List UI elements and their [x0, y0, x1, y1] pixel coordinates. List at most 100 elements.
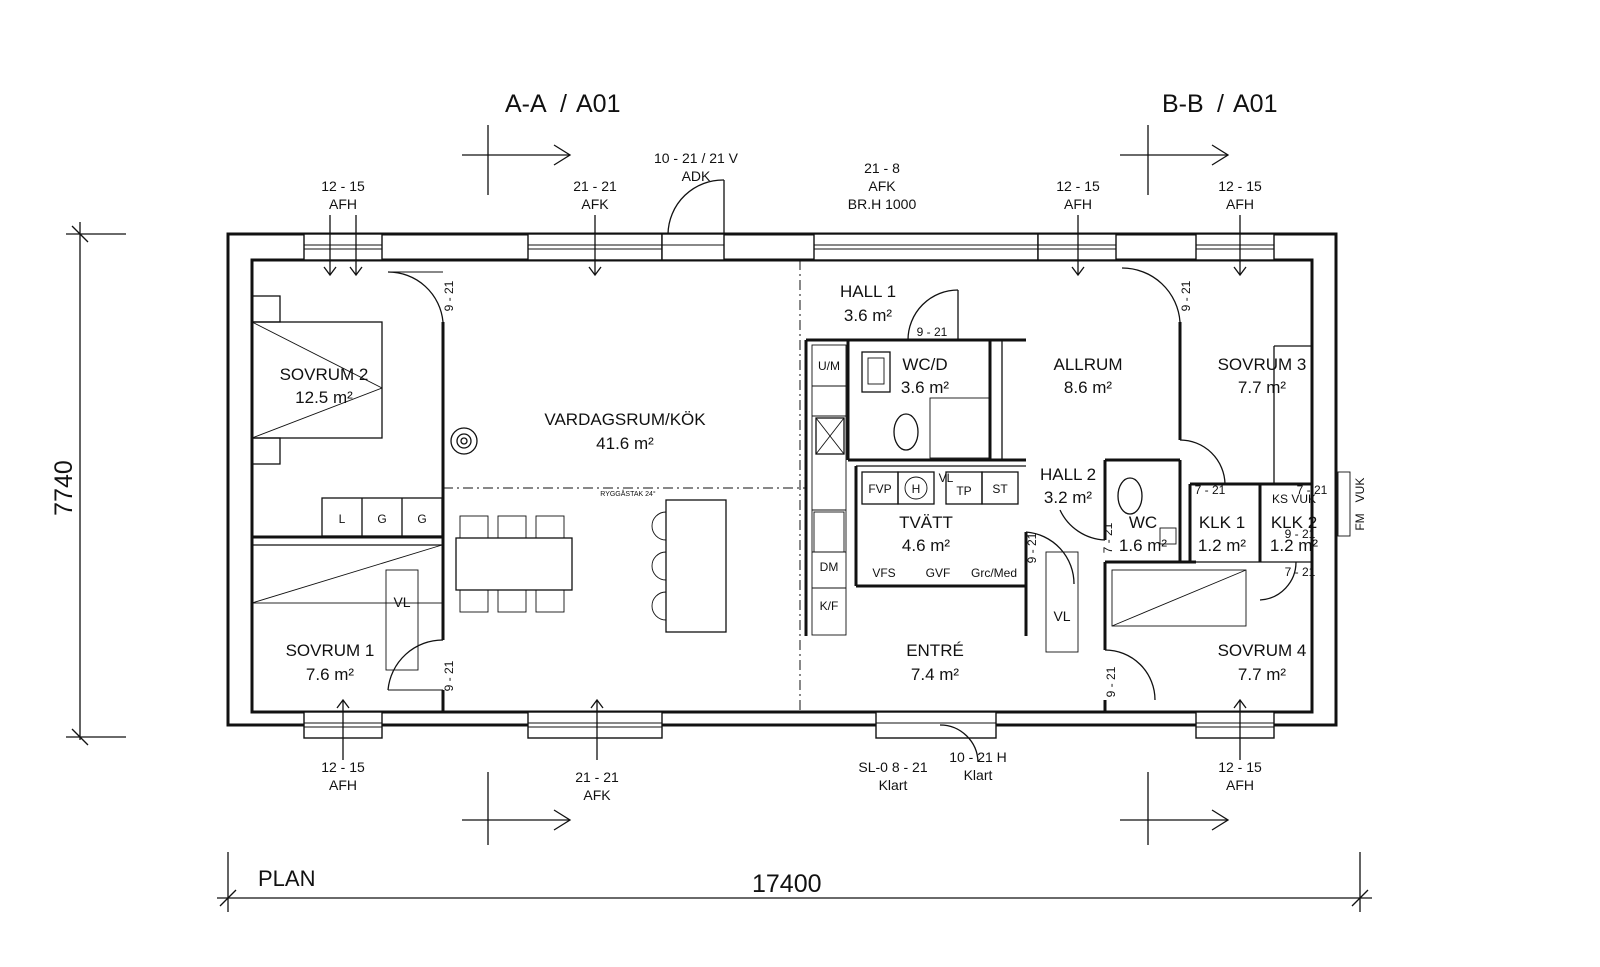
door-label-d5: 9 - 21: [1025, 532, 1039, 563]
window-top4-size: 21 - 8: [864, 160, 900, 176]
door-label-d6: 7 - 21: [1195, 483, 1226, 497]
room-area-sovrum3: 7.7 m²: [1238, 378, 1287, 397]
window-top2-size: 21 - 21: [573, 178, 617, 194]
window-bot2-type: AFK: [583, 787, 611, 803]
door-label-d8: 7 - 21: [1285, 565, 1316, 579]
window-bot5-size: 12 - 15: [1218, 759, 1262, 775]
room-name-hall2: HALL 2: [1040, 465, 1096, 484]
room-area-vardagsrum: 41.6 m²: [596, 434, 654, 453]
fixture-gvf: GVF: [926, 566, 951, 580]
windows-top: [303, 233, 1275, 261]
outer-walls: [226, 232, 1338, 727]
fixture-kf: K/F: [820, 599, 839, 613]
door-top3-type: ADK: [682, 168, 711, 184]
room-name-vardagsrum: VARDAGSRUM/KÖK: [544, 410, 706, 429]
fixture-tp: TP: [956, 484, 971, 498]
room-name-entre: ENTRÉ: [906, 641, 964, 660]
fixture-l: L: [339, 512, 346, 526]
room-area-sovrum4: 7.7 m²: [1238, 665, 1287, 684]
window-bot1-size: 12 - 15: [321, 759, 365, 775]
room-name-tvatt: TVÄTT: [899, 513, 953, 532]
fixture-g2: G: [417, 512, 426, 526]
fixture-ksvuk: KS VUK: [1272, 492, 1316, 506]
window-bot5-type: AFH: [1226, 777, 1254, 793]
door-bot4-size: 10 - 21 H: [949, 749, 1007, 765]
room-name-sovrum3: SOVRUM 3: [1218, 355, 1307, 374]
windows-bottom: [303, 711, 1275, 739]
fixture-vl2: VL: [1053, 608, 1070, 624]
section-aa-sheet: A01: [576, 90, 620, 118]
fixture-fvp: FVP: [868, 482, 891, 496]
room-area-klk1: 1.2 m²: [1198, 536, 1247, 555]
fixture-vuk: VUK: [1353, 478, 1367, 503]
door-label-d1: 9 - 21: [442, 280, 456, 311]
fixture-dm: DM: [820, 560, 839, 574]
window-top1-size: 12 - 15: [321, 178, 365, 194]
door-top3-size: 10 - 21 / 21 V: [654, 150, 739, 166]
room-area-klk2: 1.2 m²: [1270, 536, 1319, 555]
door-label-d7: 7 - 21: [1101, 522, 1115, 553]
dimension-lines: [66, 222, 1372, 912]
room-area-hall2: 3.2 m²: [1044, 488, 1093, 507]
height-dimension: 7740: [50, 460, 78, 516]
door-bot3-size: SL-0 8 - 21: [858, 759, 927, 775]
fixture-g1: G: [377, 512, 386, 526]
door-label-d4: 9 - 21: [1179, 280, 1193, 311]
fixture-vl1: VL: [393, 594, 410, 610]
room-area-wc: 1.6 m²: [1119, 536, 1168, 555]
room-name-sovrum4: SOVRUM 4: [1218, 641, 1307, 660]
window-top4-type: AFK: [868, 178, 896, 194]
ridge-label: RYGGÅSTAK 24°: [600, 489, 656, 498]
room-area-tvatt: 4.6 m²: [902, 536, 951, 555]
room-area-sovrum1: 7.6 m²: [306, 665, 355, 684]
window-top6-type: AFH: [1226, 196, 1254, 212]
room-area-allrum: 8.6 m²: [1064, 378, 1113, 397]
fixture-h: H: [912, 482, 921, 496]
door-label-d10: 9 - 21: [1285, 527, 1316, 541]
window-top4-extra: BR.H 1000: [848, 196, 917, 212]
room-area-sovrum2: 12.5 m²: [295, 388, 353, 407]
section-aa-slash: /: [560, 90, 567, 118]
door-label-d9: 9 - 21: [1104, 666, 1118, 697]
room-name-hall1: HALL 1: [840, 282, 896, 301]
window-top5-type: AFH: [1064, 196, 1092, 212]
section-bb-sheet: A01: [1233, 90, 1277, 118]
fm-vuk-box: [1337, 471, 1351, 537]
room-name-wcd: WC/D: [902, 355, 947, 374]
room-area-hall1: 3.6 m²: [844, 306, 893, 325]
room-area-entre: 7.4 m²: [911, 665, 960, 684]
fixture-vl3: VL: [939, 471, 954, 485]
window-bot1-type: AFH: [329, 777, 357, 793]
window-bot2-size: 21 - 21: [575, 769, 619, 785]
fixture-um: U/M: [818, 359, 840, 373]
door-label-d11: 7 - 21: [1297, 483, 1328, 497]
window-top6-size: 12 - 15: [1218, 178, 1262, 194]
window-top5-size: 12 - 15: [1056, 178, 1100, 194]
section-markers: [462, 125, 1230, 845]
window-arrows: [323, 215, 1247, 760]
fixture-grc: Grc/Med: [971, 566, 1017, 580]
door-label-d3: 9 - 21: [917, 325, 948, 339]
room-name-wc: WC: [1129, 513, 1157, 532]
furniture: [251, 295, 1247, 671]
window-top1-type: AFH: [329, 196, 357, 212]
room-name-klk1: KLK 1: [1199, 513, 1245, 532]
section-bb-label: B-B: [1162, 90, 1204, 118]
doors: [387, 179, 1297, 763]
door-bot3-type: Klart: [879, 777, 908, 793]
fixture-vfs: VFS: [872, 566, 895, 580]
section-bb-slash: /: [1217, 90, 1224, 118]
fixture-st: ST: [992, 482, 1008, 496]
door-bot4-type: Klart: [964, 767, 993, 783]
room-name-allrum: ALLRUM: [1054, 355, 1123, 374]
plan-label: PLAN: [258, 866, 315, 891]
width-dimension: 17400: [752, 870, 822, 898]
room-name-sovrum1: SOVRUM 1: [286, 641, 375, 660]
ridge-lines: [443, 260, 806, 712]
window-top2-type: AFK: [581, 196, 609, 212]
room-area-wcd: 3.6 m²: [901, 378, 950, 397]
room-name-sovrum2: SOVRUM 2: [280, 365, 369, 384]
fixture-fm: FM: [1353, 513, 1367, 530]
door-label-d2: 9 - 21: [442, 660, 456, 691]
